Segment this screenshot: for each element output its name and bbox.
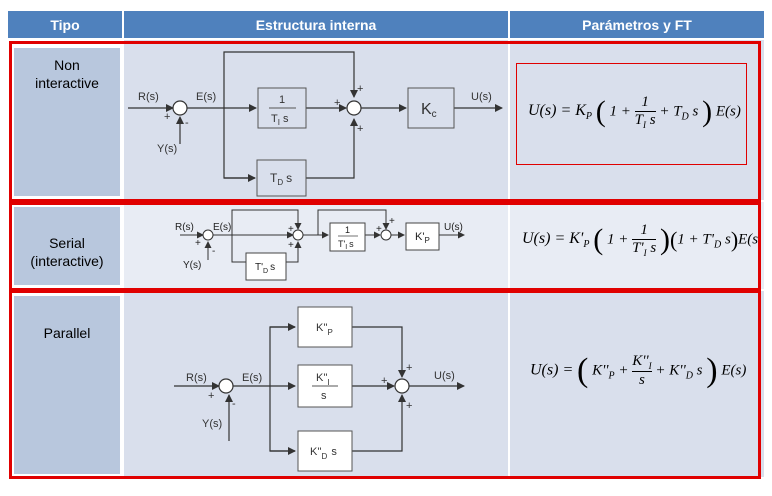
svg-text:TIs: TIs	[271, 113, 289, 127]
svg-text:s: s	[321, 390, 327, 402]
svg-text:+: +	[389, 216, 395, 227]
svg-text:+: +	[164, 111, 170, 123]
label-r: R(s)	[186, 372, 207, 384]
row3-formula-cell	[510, 291, 764, 477]
label-r: R(s)	[138, 91, 159, 103]
svg-text:-: -	[232, 398, 236, 410]
svg-text:1: 1	[345, 225, 350, 235]
svg-text:T'Is: T'Is	[338, 239, 354, 251]
header-estructura: Estructura interna	[124, 11, 508, 38]
svg-text:-: -	[185, 117, 189, 129]
tipo-label: Parallel	[43, 325, 91, 341]
highlight-row-serial	[9, 202, 761, 291]
label-y: Y(s)	[183, 260, 201, 271]
label-y: Y(s)	[202, 418, 222, 430]
svg-text:+: +	[288, 240, 294, 251]
svg-text:+: +	[376, 224, 382, 235]
highlight-row-parallel	[9, 290, 761, 479]
parallel-block-diagram: R(s) E(s) Y(s) U(s) + - + + + K''P K''I …	[174, 306, 465, 472]
label-y: Y(s)	[157, 143, 177, 155]
svg-text:+: +	[208, 390, 214, 402]
formula-parallel: U(s) = ( K''P + K''I s + K''D s ) E(s)	[530, 352, 747, 389]
derivative-block	[297, 430, 353, 472]
tipo-label: Serial (interactive)	[30, 235, 104, 269]
label-u: U(s)	[471, 91, 492, 103]
formula-non-interactive: U(s) = KP ( 1 + 1 TI s + TD s ) E(s)	[528, 94, 741, 130]
label-u: U(s)	[434, 370, 455, 382]
svg-text:+: +	[406, 362, 412, 374]
svg-text:+: +	[357, 83, 363, 95]
header-tipo: Tipo	[8, 11, 122, 38]
header-parametros: Parámetros y FT	[510, 11, 764, 38]
svg-text:+: +	[288, 224, 294, 235]
svg-text:K''P: K''P	[316, 322, 333, 337]
integral-num: 1	[279, 94, 285, 106]
tipo-parallel: Parallel	[14, 296, 120, 474]
derivative-block	[256, 159, 307, 197]
row2-formula-cell	[510, 202, 764, 289]
formula-box	[516, 63, 747, 165]
tipo-non-interactive: Non interactive	[14, 48, 120, 196]
row2-diagram-cell	[124, 202, 508, 289]
svg-text:K''Ds: K''Ds	[310, 446, 337, 461]
label-e: E(s)	[213, 222, 231, 233]
svg-text:+: +	[357, 123, 363, 135]
svg-text:-: -	[212, 246, 215, 257]
svg-text:TDs: TDs	[270, 171, 292, 187]
proportional-block	[297, 306, 353, 348]
formula-serial: U(s) = K'P ( 1 + 1 T'I s )(1 + T'D s)E(s	[522, 222, 759, 258]
tipo-serial: Serial (interactive)	[14, 207, 120, 285]
svg-text:T'Ds: T'Ds	[255, 262, 275, 275]
svg-text:K'P: K'P	[415, 231, 430, 245]
svg-text:+: +	[334, 97, 340, 109]
label-r: R(s)	[175, 222, 194, 233]
label-u: U(s)	[444, 222, 463, 233]
derivative-block	[245, 252, 287, 281]
highlight-row-non-interactive	[9, 41, 761, 202]
svg-text:+: +	[381, 375, 387, 387]
gain-block	[407, 87, 455, 129]
label-e: E(s)	[242, 372, 262, 384]
svg-text:+: +	[195, 238, 201, 249]
svg-text:K''I: K''I	[316, 372, 330, 387]
row1-formula-cell	[510, 40, 764, 200]
gain-block	[405, 222, 440, 251]
integral-block	[329, 222, 366, 252]
tipo-label: Non interactive	[35, 57, 99, 91]
label-e: E(s)	[196, 91, 216, 103]
svg-text:Kc: Kc	[421, 101, 437, 120]
svg-text:+: +	[406, 400, 412, 412]
